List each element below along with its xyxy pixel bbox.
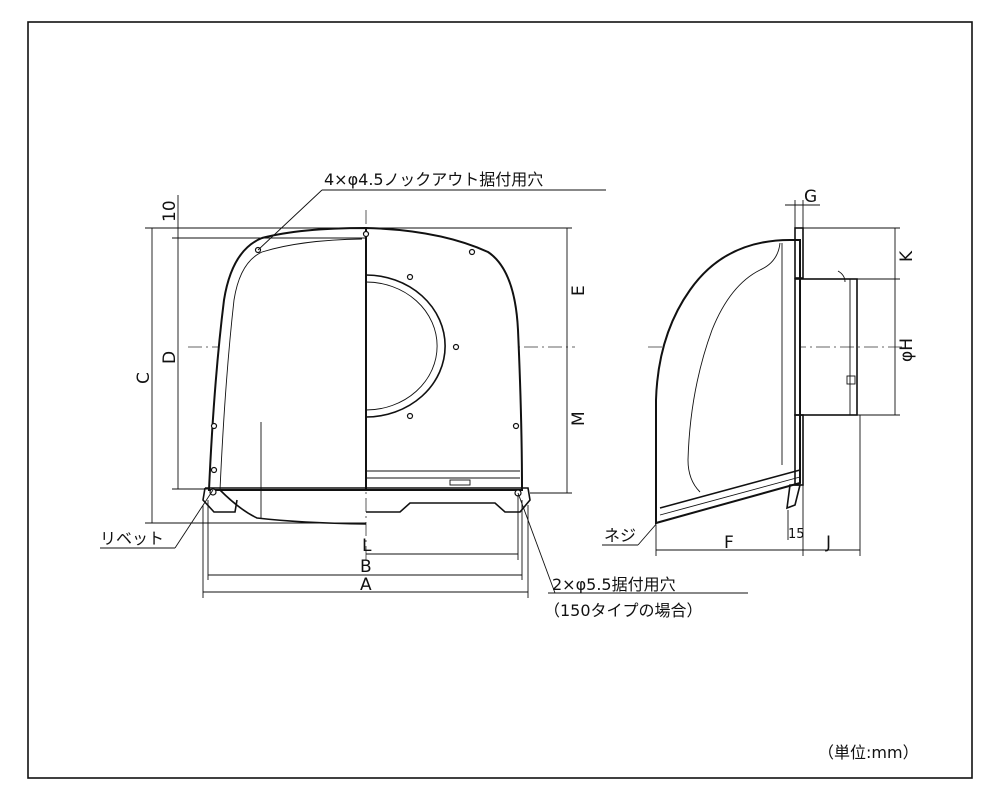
screw-label: ネジ [604, 526, 636, 545]
dim-g: G [804, 187, 817, 207]
front-view: 10 C D E M L B A [134, 195, 589, 598]
rivet-label: リベット [100, 529, 164, 548]
dim-j: J [825, 533, 831, 553]
dim-b: B [360, 557, 372, 577]
mount-holes-label: 2×φ5.5据付用穴 [552, 575, 676, 594]
dim-c: C [134, 372, 154, 384]
dim-a: A [360, 575, 372, 595]
dim-m: M [569, 411, 589, 426]
dim-ten: 10 [160, 200, 180, 222]
dim-d: D [160, 351, 180, 364]
dim-e: E [569, 285, 589, 296]
unit-label: （単位:mm） [818, 743, 919, 762]
knockout-holes-label: 4×φ4.5ノックアウト据付用穴 [324, 170, 543, 189]
dim-f: F [724, 533, 734, 553]
dim-fifteen: 15 [788, 527, 805, 542]
side-view: G K φH F J 15 [648, 187, 917, 556]
dim-k: K [897, 250, 917, 262]
dim-l: L [362, 536, 372, 556]
drawing-frame [27, 21, 973, 779]
mount-holes-note: （150タイプの場合） [544, 601, 703, 620]
dim-h: φH [897, 338, 917, 362]
